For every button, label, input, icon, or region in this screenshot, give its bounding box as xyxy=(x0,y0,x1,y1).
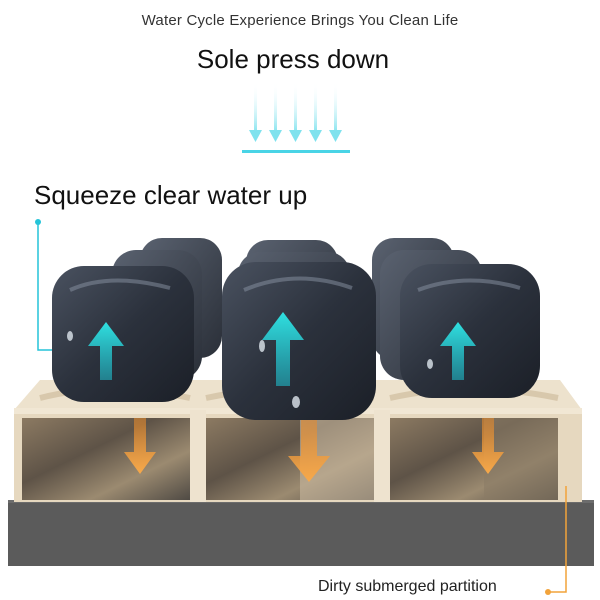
dirty-caption: Dirty submerged partition xyxy=(318,578,497,595)
squeeze-callout xyxy=(35,219,56,351)
down-arrow-icon xyxy=(249,82,262,142)
up-arrow-icon xyxy=(88,322,124,380)
squeeze-title: Squeeze clear water up xyxy=(34,180,308,210)
pillar-right xyxy=(400,264,540,398)
down-arrow-icon xyxy=(269,82,282,142)
pillar-left xyxy=(52,266,194,402)
down-arrow-icon xyxy=(309,82,322,142)
tagline: Water Cycle Experience Brings You Clean … xyxy=(141,12,459,29)
press-line xyxy=(242,150,350,153)
down-arrow-icon xyxy=(289,82,302,142)
up-arrow-icon xyxy=(262,312,304,386)
pillar-center xyxy=(222,262,376,420)
down-arrow-icon xyxy=(472,418,504,474)
press-title: Sole press down xyxy=(196,44,390,74)
front-pillars xyxy=(52,262,540,420)
down-arrow-icon xyxy=(329,82,342,142)
dirty-callout xyxy=(545,486,567,595)
up-arrow-icon xyxy=(440,322,476,380)
down-arrow-icon xyxy=(124,418,156,474)
press-down-arrows xyxy=(242,82,350,153)
down-arrow-icon xyxy=(288,420,330,482)
base-platform xyxy=(8,500,594,566)
